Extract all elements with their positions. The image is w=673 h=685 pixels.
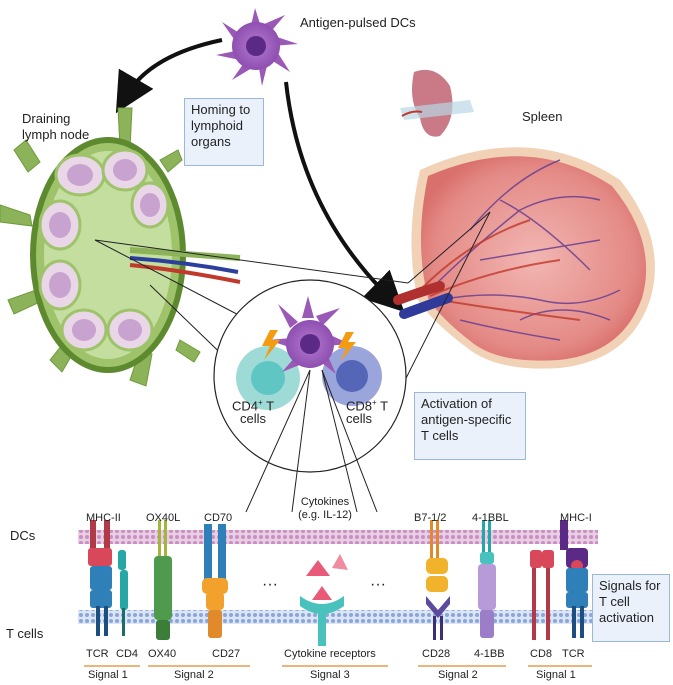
spleen-body-icon [400, 69, 474, 137]
cd70-label: CD70 [204, 512, 233, 524]
lymph-node-label-line2: lymph node [22, 127, 90, 142]
zoom-lines-lower [245, 369, 378, 513]
cd8-t: T [380, 398, 389, 414]
spleen-label: Spleen [522, 109, 563, 124]
cd8-text: CD8 [346, 398, 373, 414]
tcells-row-label: T cells [6, 626, 44, 641]
spleen-cross-section [393, 147, 655, 369]
cd4-text: CD4 [232, 398, 259, 414]
ellipsis-left: ··· [262, 576, 278, 593]
tcr-label-right: TCR [562, 648, 585, 660]
activation-line2: antigen-specific [421, 412, 512, 427]
lightning-icon [338, 332, 356, 362]
41bbl-41bb-complex [478, 520, 496, 638]
lightning-icon [262, 330, 280, 360]
signal-2-right: Signal 2 [438, 669, 478, 681]
zoom-lines [94, 211, 491, 401]
signals-line1: Signals for [599, 578, 661, 593]
cd4-t: T [266, 398, 275, 414]
cytokines-line2: (e.g. IL-12) [298, 509, 352, 521]
cytokines-label: Cytokines (e.g. IL-12) [290, 496, 360, 522]
cd8-cells-label: cells [346, 411, 373, 426]
antigen-pulsed-dc-icon [216, 8, 298, 86]
signals-box: Signals for T cell activation [592, 574, 670, 642]
41bb-label: 4-1BB [474, 648, 505, 660]
activation-box: Activation of antigen-specific T cells [414, 392, 526, 460]
ox40l-label: OX40L [146, 512, 181, 524]
b7-label: B7-1/2 [414, 512, 447, 524]
draining-label-line1: Draining [22, 111, 71, 126]
cd8-receptor-label: CD8 [530, 648, 553, 660]
41bbl-label: 4-1BBL [472, 512, 509, 524]
lymph-node-illustration [0, 107, 241, 387]
cytokines-line1: Cytokines [300, 496, 350, 508]
signal-1-right: Signal 1 [536, 669, 576, 681]
antigen-pulsed-dcs-label: Antigen-pulsed DCs [300, 15, 416, 30]
cytokine-receptors-label: Cytokine receptors [284, 648, 376, 660]
cd8-sup: + [372, 398, 377, 407]
signals-line2: T cell [599, 594, 630, 609]
homing-line3: organs [191, 134, 231, 149]
cd70-cd27-complex [202, 524, 228, 638]
dcs-row-label: DCs [10, 528, 36, 543]
activation-line3: T cells [421, 428, 459, 443]
mhc-i-label: MHC-I [560, 512, 592, 524]
signals-line3: activation [599, 610, 654, 625]
cd4-sup: + [258, 398, 263, 407]
homing-line1: Homing to [191, 102, 251, 117]
mhc-ii-label: MHC-II [86, 512, 121, 524]
cd8-label: CD8+ T [346, 396, 388, 413]
ox40l-ox40-complex [154, 520, 172, 640]
cd28-label: CD28 [422, 648, 451, 660]
signal-1-left: Signal 1 [88, 669, 128, 681]
mhc-ii-tcr-cd4-complex [88, 520, 128, 636]
signal-3: Signal 3 [310, 669, 350, 681]
dc-membrane [78, 530, 598, 544]
cd27-label: CD27 [212, 648, 241, 660]
homing-line2: lymphoid [191, 118, 244, 133]
cd4-cells-label: cells [240, 411, 267, 426]
b7-cd28-complex [426, 520, 450, 640]
cd4-label: CD4+ T [232, 396, 274, 413]
homing-box: Homing to lymphoid organs [184, 98, 264, 166]
cell-interaction-zoom [213, 279, 407, 473]
ellipsis-right: ··· [370, 576, 386, 593]
activation-line1: Activation of [421, 396, 492, 411]
cytokine-receptor-complex [300, 554, 348, 646]
spleen-arrow [284, 81, 405, 312]
ox40-label: OX40 [148, 648, 177, 660]
homing-arrow [115, 38, 223, 114]
signal-2-left: Signal 2 [174, 669, 214, 681]
mhc-i-tcr-cd8-complex [530, 520, 588, 640]
cd4-receptor-label: CD4 [116, 648, 139, 660]
tcr-label-left: TCR [86, 648, 109, 660]
